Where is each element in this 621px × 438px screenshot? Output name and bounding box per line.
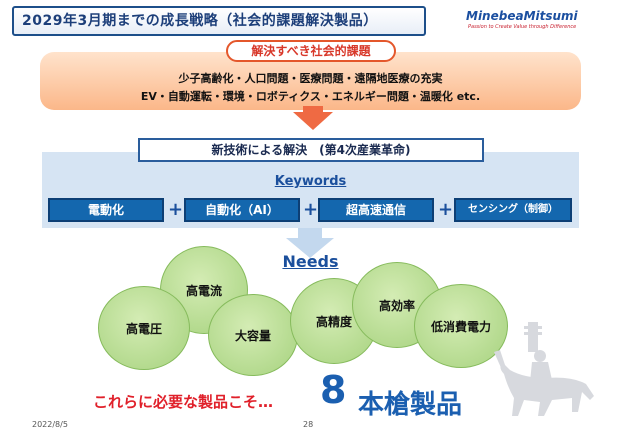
need-large-capacity: 大容量 xyxy=(208,294,298,376)
plus-sign: + xyxy=(438,199,454,220)
keyword-high-speed-comm: 超高速通信 xyxy=(318,198,434,222)
needs-heading: Needs xyxy=(282,252,339,271)
plus-sign: + xyxy=(303,199,319,220)
need-high-precision: 高精度 xyxy=(290,278,378,364)
social-issues-line-2: EV・自動運転・環境・ロボティクス・エネルギー問題・温暖化 etc. xyxy=(140,90,481,103)
down-arrow-blue-stem xyxy=(298,228,322,240)
eight-spear-products-text: 本槍製品 xyxy=(358,390,463,420)
footer-date: 2022/8/5 xyxy=(32,420,68,429)
down-arrow-orange-icon xyxy=(293,112,333,130)
closing-lead-text: これらに必要な製品こそ… xyxy=(93,393,274,411)
social-issues-line-1: 少子高齢化・人口問題・医療問題・遠隔地医療の充実 xyxy=(178,72,443,85)
page-number: 28 xyxy=(303,420,314,429)
keyword-electrification: 電動化 xyxy=(48,198,164,222)
company-logo: MinebeaMitsumi xyxy=(466,9,578,23)
need-low-power: 低消費電力 xyxy=(414,284,508,368)
need-high-voltage: 高電圧 xyxy=(98,286,190,370)
new-tech-title: 新技術による解決 (第4次産業革命) xyxy=(138,138,484,162)
down-arrow-blue-icon xyxy=(286,238,334,258)
keyword-sensing-control: センシング（制御） xyxy=(454,198,572,222)
down-arrow-orange-stem xyxy=(303,106,323,114)
eight-spear-number: 8 xyxy=(320,368,347,412)
keywords-heading: Keywords xyxy=(274,174,347,189)
page-title: 2029年3月期までの成長戦略（社会的課題解決製品） xyxy=(22,13,378,29)
samurai-horse-icon xyxy=(494,322,594,416)
plus-sign: + xyxy=(168,199,184,220)
title-frame xyxy=(12,6,426,36)
logo-tagline: Passion to Create Value through Differen… xyxy=(468,24,577,30)
social-issues-label: 解決すべき社会的課題 xyxy=(226,40,396,62)
keyword-automation-ai: 自動化（AI） xyxy=(184,198,300,222)
